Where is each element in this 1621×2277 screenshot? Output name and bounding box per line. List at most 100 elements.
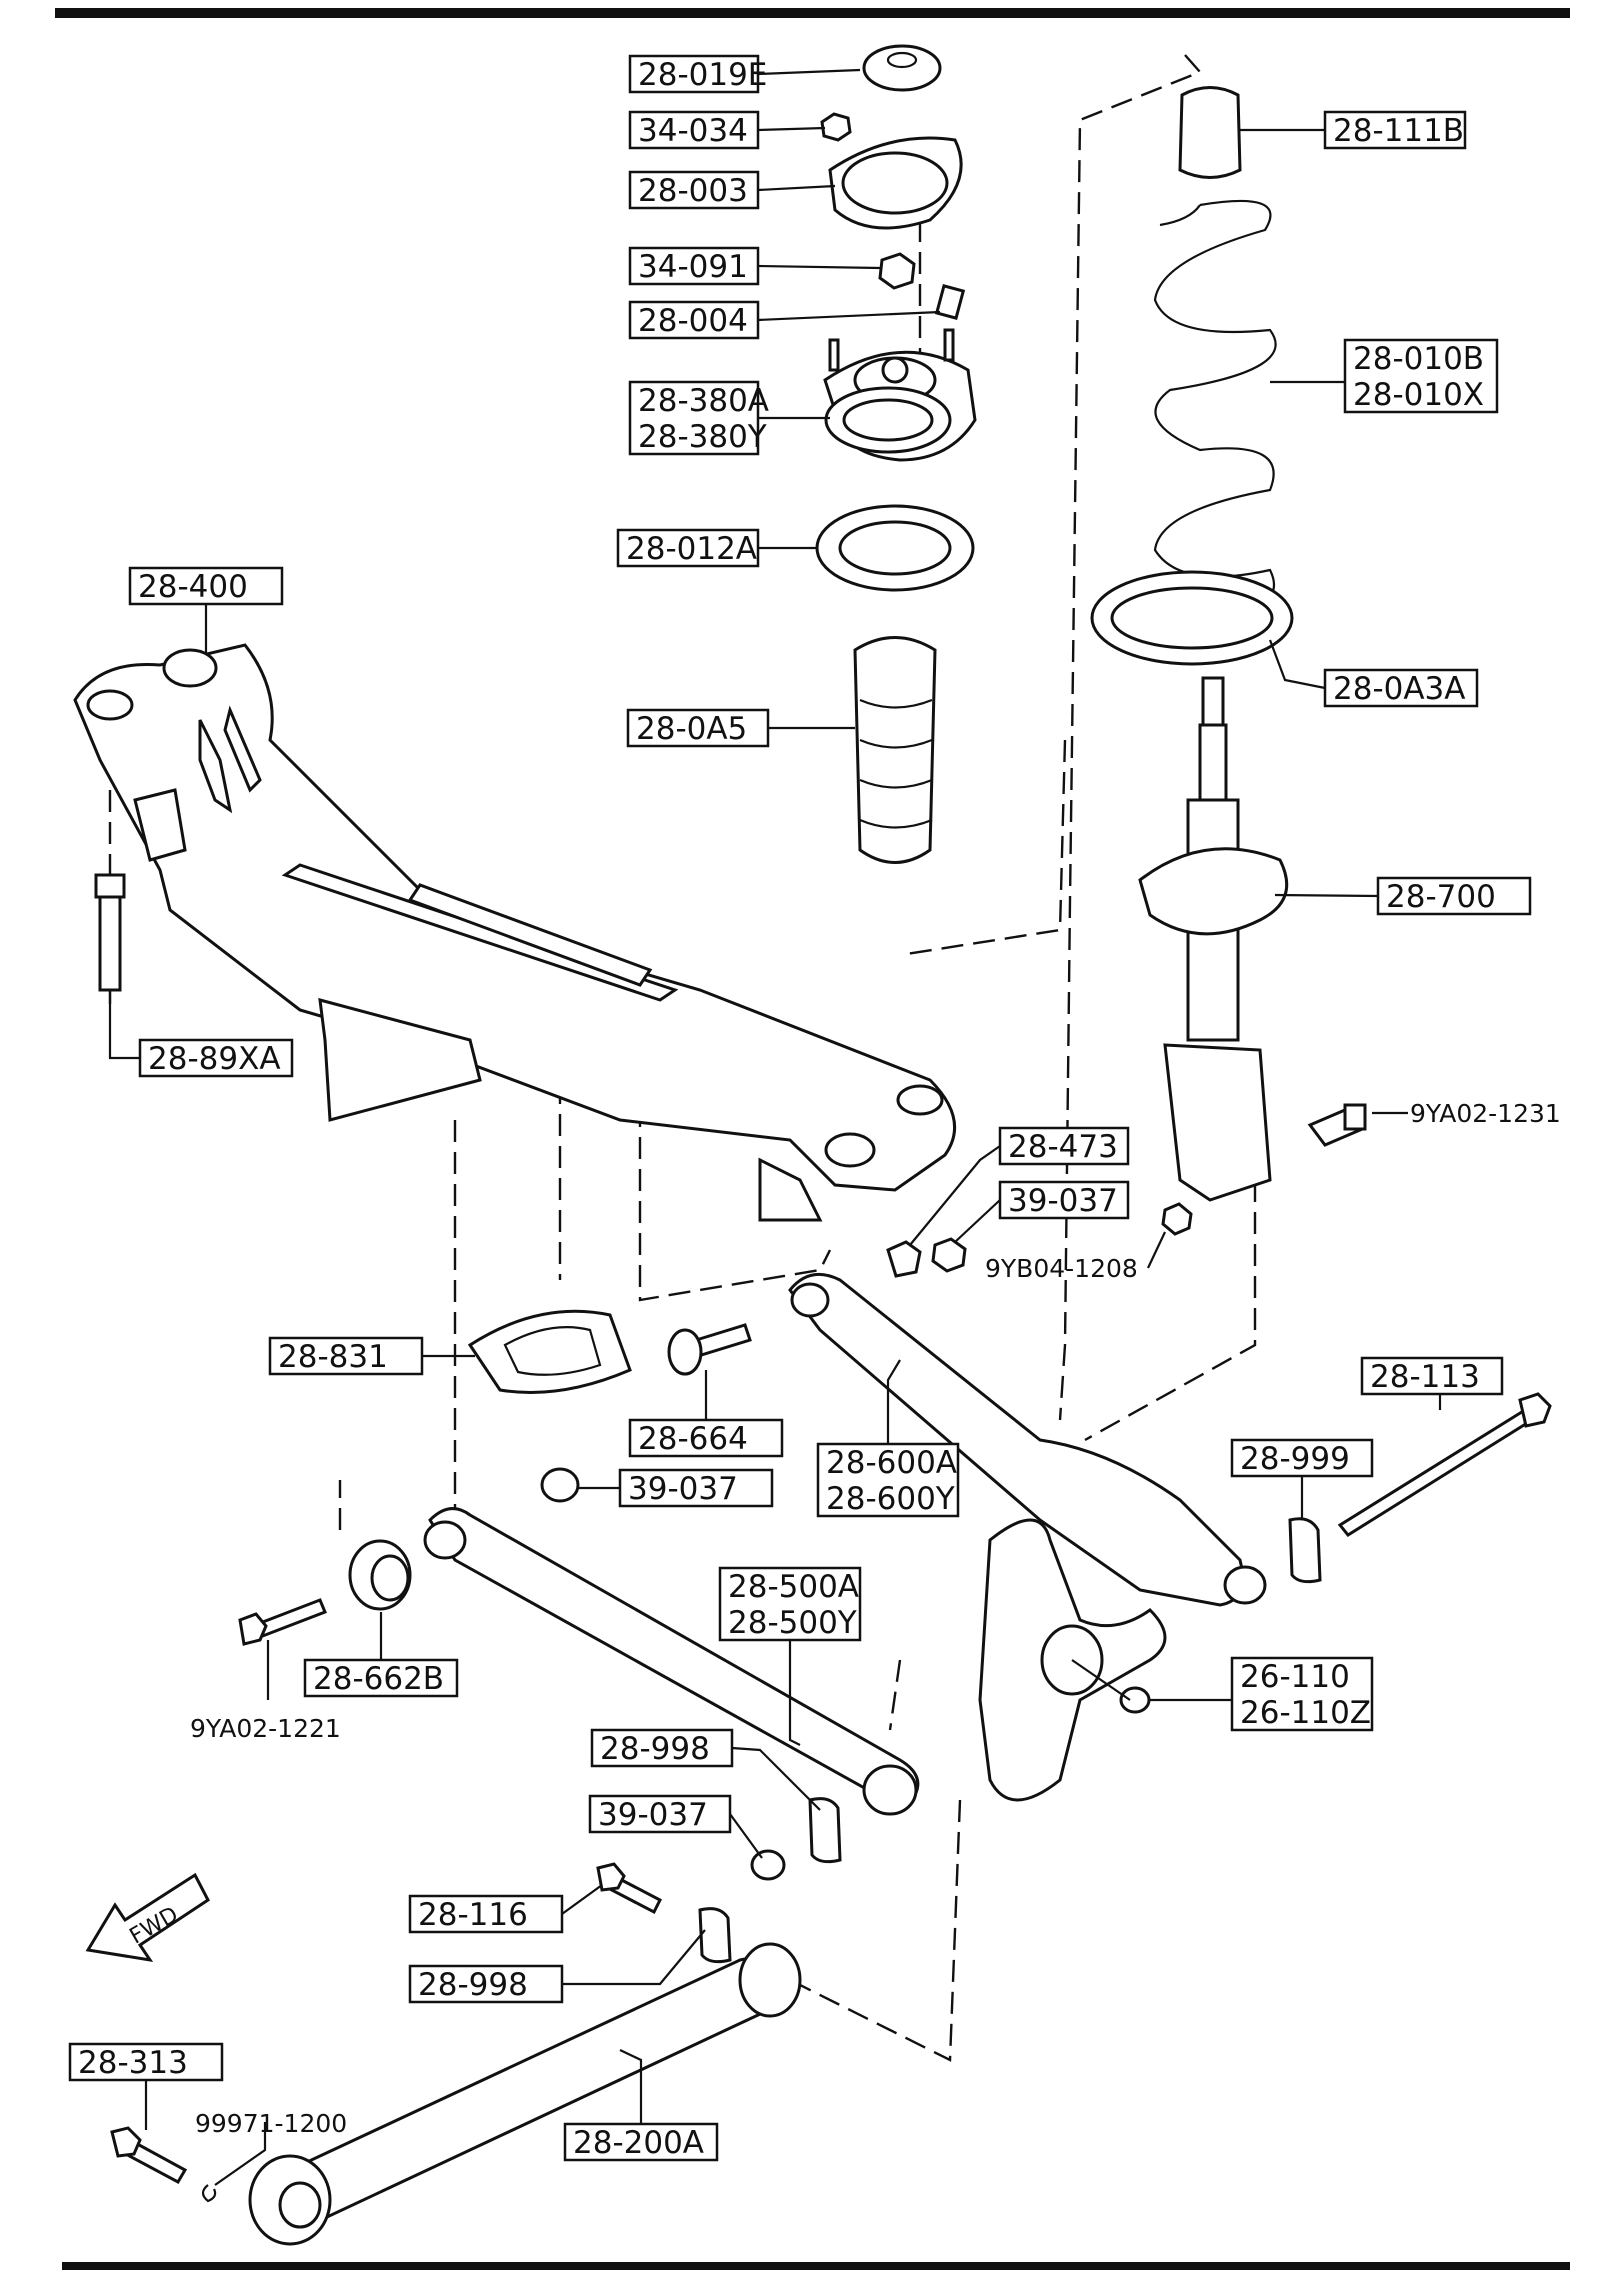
part-number: 9YA02-1221	[190, 1714, 341, 1743]
coil-spring	[1153, 199, 1277, 622]
part-number: 28-473	[1008, 1129, 1118, 1165]
lock-nut	[878, 252, 916, 290]
part-callout: 28-200A	[563, 2122, 719, 2162]
part-number: 28-662B	[313, 1661, 444, 1697]
leader-line	[731, 1746, 821, 1811]
seat-plate	[467, 1309, 632, 1394]
part-number: 28-500A	[728, 1569, 859, 1605]
callout-box	[588, 1794, 732, 1834]
part-number: 28-700	[1386, 879, 1496, 915]
leader-line	[1274, 893, 1379, 898]
part-number: 28-400	[138, 569, 248, 605]
callout-box	[628, 300, 760, 340]
part-callout: 28-998	[590, 1728, 734, 1768]
crossmember	[73, 643, 957, 1222]
callout-box	[408, 1964, 564, 2004]
trailing-arm	[788, 1272, 1267, 1607]
leader-line	[788, 1640, 801, 1746]
top-rule	[55, 8, 1570, 18]
mount-nut	[820, 112, 852, 142]
part-callout: 28-003	[628, 170, 760, 210]
callout-box	[1323, 110, 1467, 150]
part-callout: 28-113	[1360, 1356, 1504, 1396]
spacer	[934, 284, 966, 320]
callout-box	[1376, 876, 1532, 916]
part-number: 99971-1200	[195, 2109, 347, 2138]
assembly-dashed-lines	[108, 54, 1257, 2062]
part-number: 28-89XA	[148, 1041, 281, 1077]
strut	[1138, 676, 1289, 1202]
callout-box	[408, 1894, 564, 1934]
strut-bolt	[1307, 1103, 1367, 1147]
part-callout: 34-034	[628, 110, 760, 150]
part-callout: 28-313	[68, 2042, 224, 2082]
callout-box	[1230, 1438, 1374, 1478]
washer-28-998-b	[698, 1907, 732, 1964]
callout-box	[1323, 668, 1479, 708]
part-callout: 9YA02-1231	[1410, 1099, 1561, 1128]
callout-box	[998, 1126, 1130, 1166]
part-callout: 99971-1200	[195, 2109, 347, 2138]
leader-line	[561, 1884, 603, 1915]
callout-layer: 28-019E34-03428-00334-09128-00428-380A28…	[68, 54, 1561, 2162]
bolt-28-116	[596, 1862, 663, 1915]
washer-plate-28-999	[1288, 1517, 1322, 1584]
part-callout: 28-998	[408, 1964, 564, 2004]
part-number: 28-116	[418, 1897, 528, 1933]
part-callout: 28-0A5	[626, 708, 770, 748]
callout-box	[268, 1336, 424, 1376]
part-callout: 28-700	[1376, 876, 1532, 916]
part-number: 28-380A	[638, 383, 769, 419]
bump-stop	[1178, 86, 1242, 179]
upper-insulator	[815, 504, 975, 592]
part-callout: 39-037	[618, 1468, 774, 1508]
leader-line	[886, 1359, 901, 1444]
callout-box	[628, 246, 760, 286]
callout-box	[128, 566, 284, 606]
part-number: 39-037	[628, 1471, 738, 1507]
bump-stop-cap	[862, 44, 942, 92]
leader-line	[108, 990, 140, 1060]
bottom-rule	[62, 2262, 1570, 2270]
leader-line	[214, 2122, 267, 2186]
leader-line	[757, 68, 861, 76]
part-number: 28-999	[1240, 1441, 1350, 1477]
part-number: 28-0A3A	[1333, 671, 1466, 707]
part-number: 28-003	[638, 173, 748, 209]
part-callout: 28-116	[408, 1894, 564, 1934]
leader-line	[954, 1199, 1001, 1243]
part-number: 28-664	[638, 1421, 748, 1457]
callout-box	[1360, 1356, 1504, 1396]
part-number: 28-600Y	[826, 1481, 955, 1517]
part-number: 28-019E	[638, 57, 767, 93]
part-number: 9YA02-1231	[1410, 1099, 1561, 1128]
part-number: 28-500Y	[728, 1605, 857, 1641]
leader-line	[757, 264, 881, 270]
callout-box	[590, 1728, 734, 1768]
callout-box	[628, 110, 760, 150]
part-number: 39-037	[1008, 1183, 1118, 1219]
part-number: 28-0A5	[636, 711, 747, 747]
part-callout: 28-400	[128, 566, 284, 606]
callout-box	[1230, 1656, 1374, 1732]
long-bolt	[1337, 1392, 1552, 1537]
part-callout: 39-037	[588, 1794, 732, 1834]
part-callout: 28-004	[628, 300, 760, 340]
part-number: 28-010B	[1353, 341, 1484, 377]
nut-39-037-a	[931, 1237, 967, 1273]
mount-plate	[828, 136, 963, 230]
leader-line	[729, 1813, 763, 1859]
nut-39-037-c	[750, 1849, 786, 1881]
callout-box	[626, 708, 770, 748]
lateral-link	[423, 1507, 920, 1816]
leader-line	[1147, 1231, 1166, 1269]
part-callout: 28-019E	[628, 54, 767, 94]
part-number: 28-998	[418, 1967, 528, 2003]
fwd-arrow: FWD	[85, 1872, 210, 1963]
part-number: 28-600A	[826, 1445, 957, 1481]
part-callout: 9YA02-1221	[190, 1714, 341, 1743]
callout-box	[628, 1418, 784, 1458]
part-callout: 39-037	[998, 1180, 1130, 1220]
